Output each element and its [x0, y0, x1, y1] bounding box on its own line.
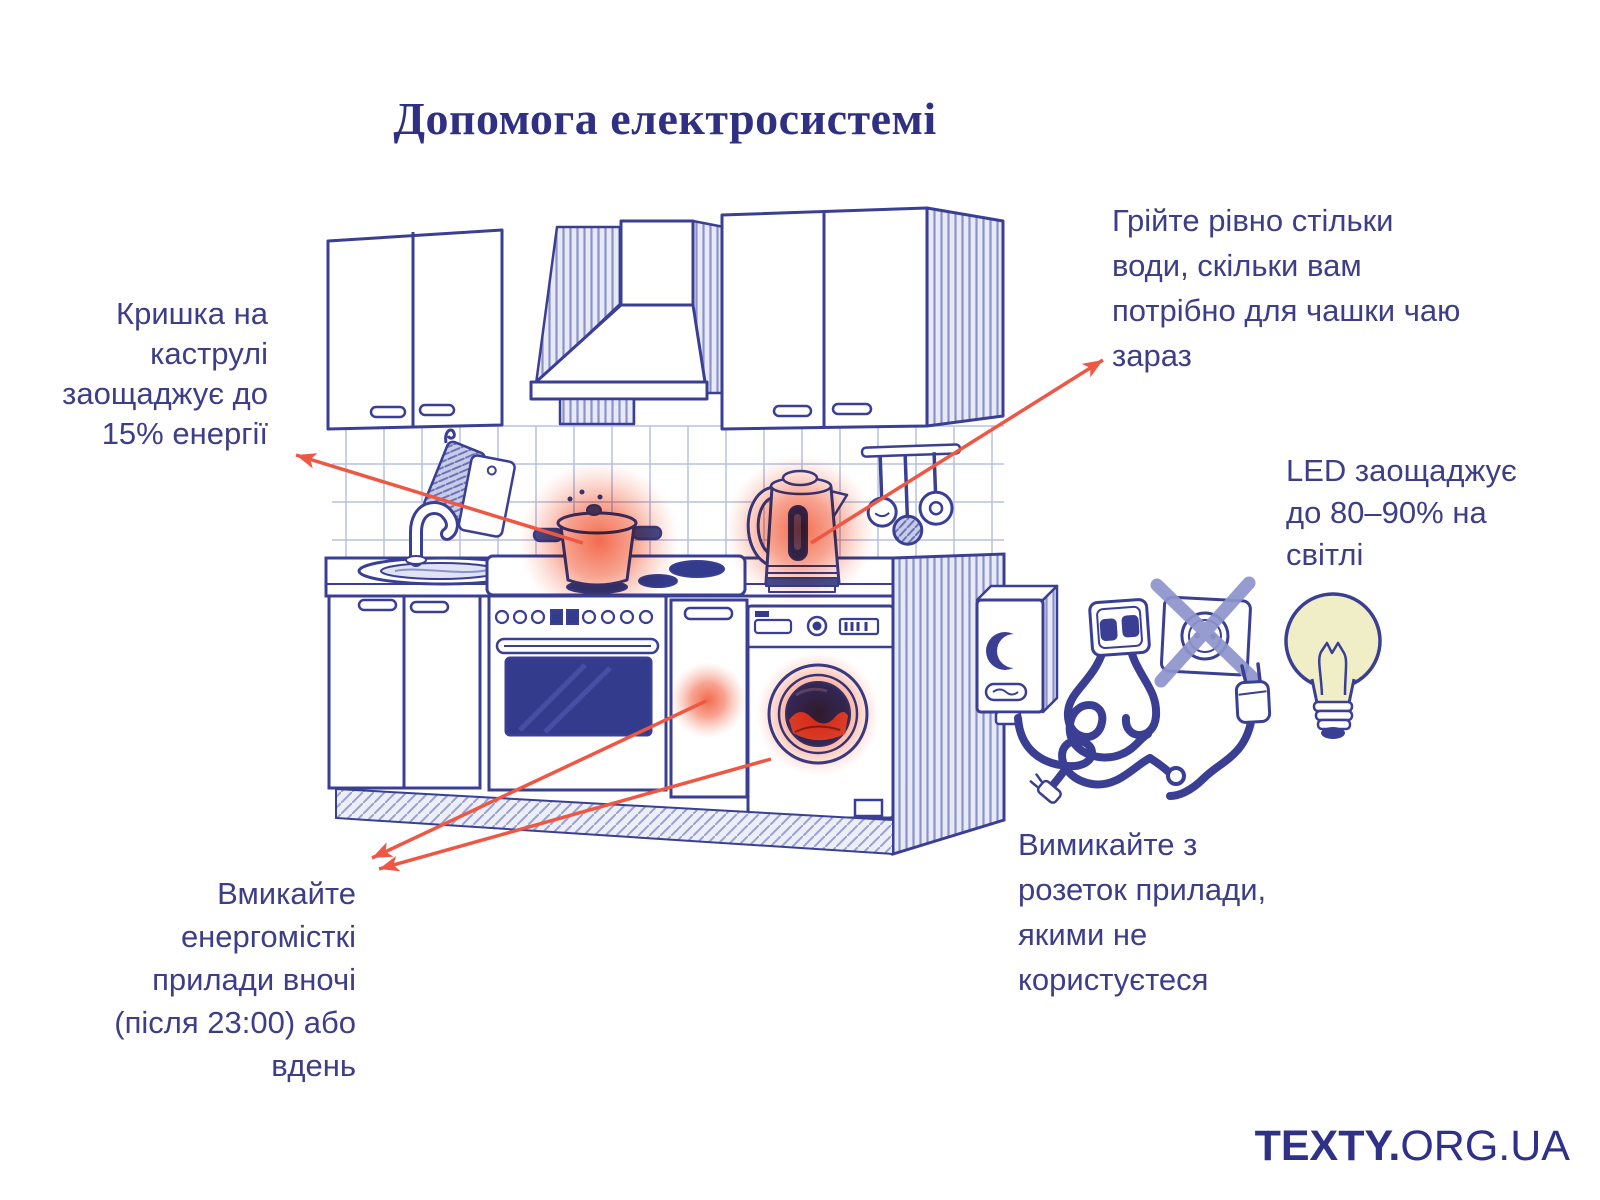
annotation-line: світлі — [1286, 537, 1364, 572]
wall-cabinet-left — [326, 228, 504, 431]
arrow-dishwasher — [371, 699, 707, 860]
page-title: Допомога електросистемі — [393, 93, 937, 144]
arrow-pot — [295, 453, 584, 545]
plinth — [335, 787, 894, 856]
base-cabinet — [327, 594, 482, 790]
site-logo: TEXTY.ORG.UA — [1255, 1122, 1570, 1171]
faucet — [405, 501, 459, 567]
annotation-line: каструлі — [150, 336, 268, 371]
annotation-night-usage: Вмикайте енергомісткі прилади вночі (піс… — [88, 872, 356, 1087]
oven-icon — [487, 594, 668, 792]
heat-glow-kettle — [725, 455, 875, 605]
annotation-line: зараз — [1112, 338, 1192, 373]
annotation-line: Кришка на — [116, 296, 268, 331]
annotation-line: 15% енергії — [101, 416, 268, 451]
utensil-rack — [860, 443, 962, 546]
power-outlet-icon — [1088, 598, 1151, 657]
annotation-line: (після 23:00) або — [114, 1005, 356, 1040]
night-boiler-icon — [975, 584, 1059, 726]
site-logo-bold: TEXTY. — [1254, 1122, 1401, 1170]
plug-icon — [1234, 662, 1272, 724]
annotation-line: LED заощаджує — [1286, 453, 1517, 488]
site-logo-regular: ORG.UA — [1400, 1122, 1570, 1170]
annotation-line: Вимикайте з — [1018, 827, 1198, 862]
annotation-line: до 80–90% на — [1286, 495, 1487, 530]
annotation-arrows — [295, 358, 1104, 872]
annotation-line: потрібно для чашки чаю — [1112, 293, 1461, 328]
range-hood-icon — [529, 219, 726, 426]
annotation-line: енергомісткі — [180, 919, 356, 954]
annotation-line: заощаджує до — [62, 376, 268, 411]
annotation-line: води, скільки вам — [1112, 248, 1362, 283]
annotation-line: якими не — [1018, 917, 1148, 952]
annotation-line: вдень — [271, 1048, 356, 1083]
annotation-kettle: Грійте рівно стільки води, скільки вам п… — [1112, 198, 1460, 378]
heat-glow-washer — [756, 652, 880, 776]
annotation-line: розеток прилади, — [1018, 872, 1267, 907]
moon-icon — [986, 632, 1031, 670]
light-bulb-icon — [1284, 592, 1382, 739]
wall-cabinet-right — [720, 206, 1005, 431]
annotation-pot-lid: Кришка на каструлі заощаджує до 15% енер… — [8, 294, 268, 454]
annotation-line: Вмикайте — [217, 876, 356, 911]
sink — [357, 556, 529, 586]
annotation-line: користуєтеся — [1018, 962, 1209, 997]
cross-icon — [1150, 576, 1260, 688]
annotation-line: Грійте рівно стільки — [1112, 203, 1394, 238]
annotation-line: прилади вночі — [152, 962, 356, 997]
heat-glow-dishwasher — [670, 662, 746, 738]
arrow-washer — [378, 757, 772, 872]
annotation-led: LED заощаджує до 80–90% на світлі — [1286, 450, 1517, 576]
annotation-unplug: Вимикайте з розеток прилади, якими не ко… — [1018, 822, 1266, 1002]
arrow-kettle — [810, 358, 1104, 545]
crossed-outlet-icon — [1150, 576, 1260, 688]
cutting-boards — [423, 428, 516, 538]
wires-icon — [1014, 634, 1255, 804]
heat-glow-pot — [519, 461, 679, 621]
